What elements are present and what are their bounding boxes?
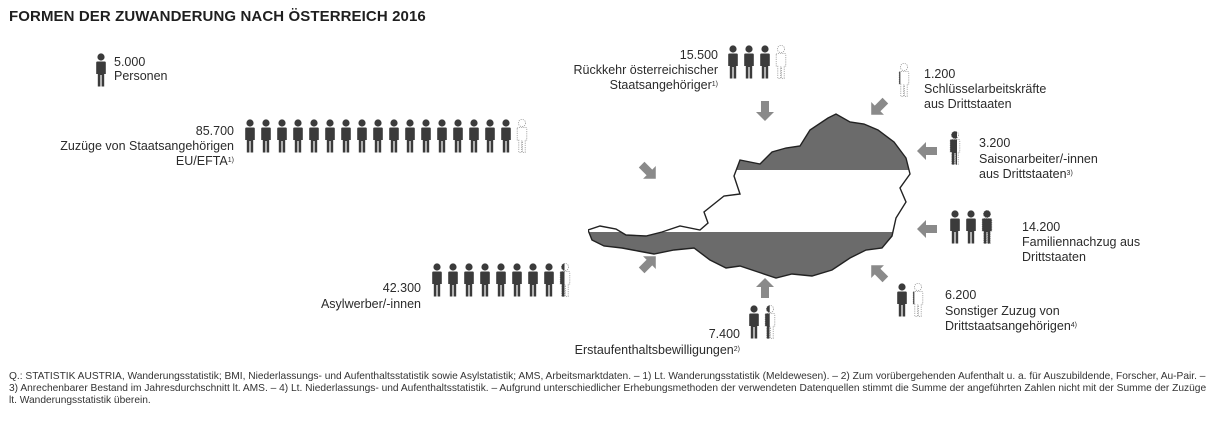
person-icon bbox=[528, 263, 538, 297]
person-icon bbox=[293, 119, 303, 153]
person-icon bbox=[898, 63, 910, 97]
legend-value: 5.000 bbox=[114, 55, 146, 69]
person-icons-familie bbox=[948, 210, 994, 244]
person-icon bbox=[389, 119, 399, 153]
person-icon bbox=[485, 119, 495, 153]
group-value-eu-efta: 85.700 bbox=[195, 124, 234, 138]
person-icon bbox=[341, 119, 351, 153]
arrow-icon-familie bbox=[917, 220, 937, 238]
person-icon bbox=[512, 263, 522, 297]
source-footnote: Q.: STATISTIK AUSTRIA, Wanderungsstatist… bbox=[9, 371, 1207, 406]
person-icon bbox=[760, 45, 770, 79]
person-icon bbox=[966, 210, 976, 244]
person-icon bbox=[949, 131, 961, 165]
person-icon bbox=[405, 119, 415, 153]
person-icon bbox=[432, 263, 442, 297]
person-icon bbox=[245, 119, 255, 153]
person-icon bbox=[749, 305, 759, 339]
person-icon bbox=[897, 283, 907, 317]
person-icon bbox=[981, 210, 993, 244]
person-icon bbox=[448, 263, 458, 297]
person-icon bbox=[453, 119, 463, 153]
person-icon bbox=[261, 119, 271, 153]
group-label-rueckkehr: Rückkehr österreichischer Staatsangehöri… bbox=[573, 63, 719, 92]
group-label-familie: Familiennachzug aus Drittstaaten bbox=[1022, 235, 1141, 264]
flag-stripe-bottom bbox=[588, 232, 910, 278]
person-icon bbox=[559, 263, 571, 297]
person-icons-saison bbox=[948, 131, 962, 165]
person-icon bbox=[496, 263, 506, 297]
group-label-asyl: Asylwerber/-innen bbox=[320, 297, 421, 311]
person-icon bbox=[775, 45, 787, 79]
arrow-icon-saison bbox=[917, 142, 937, 160]
group-value-rueckkehr: 15.500 bbox=[679, 48, 718, 62]
person-icon bbox=[421, 119, 431, 153]
person-icons-erstaufenthalt bbox=[747, 305, 777, 339]
group-value-saison: 3.200 bbox=[979, 136, 1011, 150]
page-title: FORMEN DER ZUWANDERUNG NACH ÖSTERREICH 2… bbox=[9, 8, 426, 25]
flag-stripe-middle bbox=[588, 170, 910, 232]
person-icon bbox=[309, 119, 319, 153]
group-label-eu-efta: Zuzüge von Staatsangehörigen EU/EFTA1) bbox=[60, 139, 234, 168]
group-value-erstaufenthalt: 7.400 bbox=[708, 327, 740, 341]
person-icon bbox=[96, 53, 106, 87]
person-icon bbox=[357, 119, 367, 153]
flag-stripe-top bbox=[588, 114, 910, 170]
person-icons-eu-efta bbox=[243, 119, 529, 153]
person-icon bbox=[728, 45, 738, 79]
group-label-schluessel: Schlüsselarbeitskräfte aus Drittstaaten bbox=[924, 82, 1047, 111]
person-icon bbox=[277, 119, 287, 153]
person-icons-sonstige bbox=[895, 283, 925, 317]
person-icon bbox=[437, 119, 447, 153]
person-icon bbox=[912, 283, 924, 317]
person-icon bbox=[373, 119, 383, 153]
person-icons-asyl bbox=[430, 263, 572, 297]
group-label-sonstige: Sonstiger Zuzug von Drittstaatsangehörig… bbox=[945, 304, 1078, 333]
person-icon bbox=[764, 305, 776, 339]
person-icon bbox=[480, 263, 490, 297]
group-value-familie: 14.200 bbox=[1022, 220, 1061, 234]
group-label-erstaufenthalt: Erstaufenthaltsbewilligungen2) bbox=[574, 343, 740, 357]
person-icon bbox=[325, 119, 335, 153]
person-icon bbox=[950, 210, 960, 244]
person-icon bbox=[744, 45, 754, 79]
group-label-saison: Saisonarbeiter/-innen aus Drittstaaten3) bbox=[979, 152, 1098, 181]
person-icons-rueckkehr bbox=[726, 45, 788, 79]
person-icon bbox=[544, 263, 554, 297]
person-icon bbox=[469, 119, 479, 153]
legend-icon-box bbox=[94, 53, 108, 87]
legend-label: Personen bbox=[114, 69, 168, 83]
person-icon bbox=[516, 119, 528, 153]
person-icon bbox=[501, 119, 511, 153]
group-value-asyl: 42.300 bbox=[382, 281, 421, 295]
austria-map bbox=[588, 113, 911, 279]
group-value-sonstige: 6.200 bbox=[945, 288, 977, 302]
person-icon bbox=[464, 263, 474, 297]
person-icons-schluessel bbox=[897, 63, 911, 97]
group-value-schluessel: 1.200 bbox=[924, 67, 956, 81]
